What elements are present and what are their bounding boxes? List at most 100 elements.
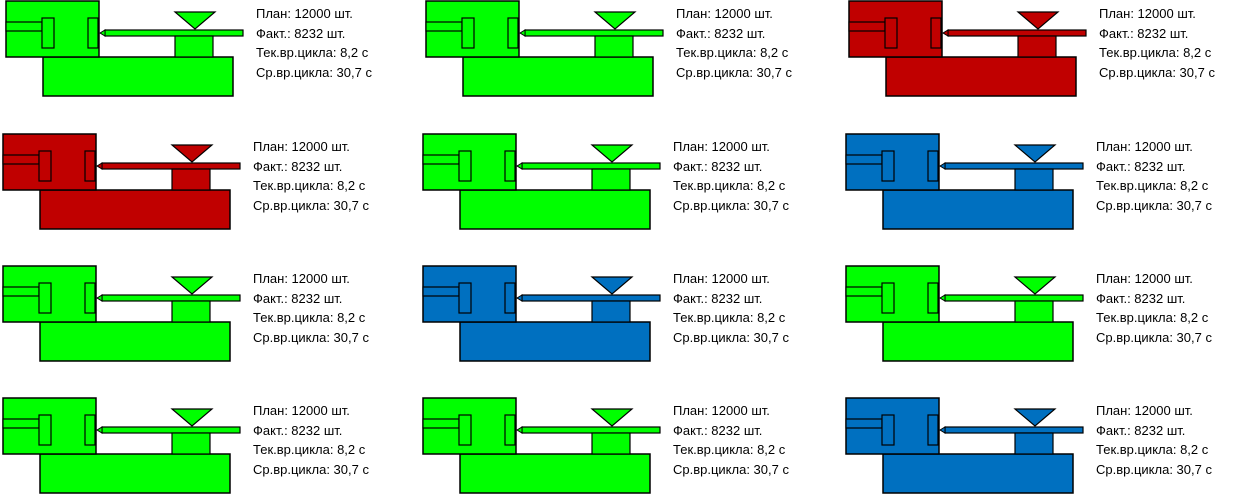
tie-bar [845, 418, 883, 429]
avg-cycle-label: Ср.вр.цикла: 30,7 с [256, 64, 372, 80]
machine-card-5[interactable]: План: 12000 шт. Факт.: 8232 шт. Тек.вр.ц… [420, 133, 820, 233]
tie-bar [422, 286, 460, 297]
injection-barrel [944, 426, 1084, 434]
machine-stats: План: 12000 шт. Факт.: 8232 шт. Тек.вр.ц… [253, 401, 369, 479]
nozzle-tip [516, 294, 523, 302]
plan-label: План: 12000 шт. [676, 6, 773, 21]
current-cycle-label: Тек.вр.цикла: 8,2 с [673, 310, 786, 325]
machine-card-6[interactable]: План: 12000 шт. Факт.: 8232 шт. Тек.вр.ц… [843, 133, 1243, 233]
fact-label: Факт.: 8232 шт. [256, 25, 346, 41]
machine-card-3[interactable]: План: 12000 шт. Факт.: 8232 шт. Тек.вр.ц… [846, 0, 1243, 100]
machine-stats: План: 12000 шт. Факт.: 8232 шт. Тек.вр.ц… [1096, 401, 1212, 479]
injection-unit [1014, 300, 1054, 323]
injection-unit [591, 300, 631, 323]
nozzle-tip [519, 29, 526, 37]
injection-molding-machine-icon [848, 0, 1087, 97]
nozzle-tip [99, 29, 106, 37]
tie-bar [845, 154, 883, 165]
nozzle-tip [942, 29, 949, 37]
clamp-plate [881, 150, 895, 182]
machine-card-10[interactable]: План: 12000 шт. Факт.: 8232 шт. Тек.вр.ц… [0, 397, 400, 497]
nozzle-tip [96, 294, 103, 302]
tie-bar [845, 286, 883, 297]
injection-barrel [521, 294, 661, 302]
injection-unit [174, 35, 214, 58]
avg-cycle-label: Ср.вр.цикла: 30,7 с [1096, 461, 1212, 477]
machine-stats: План: 12000 шт. Факт.: 8232 шт. Тек.вр.ц… [253, 137, 369, 215]
machine-card-7[interactable]: План: 12000 шт. Факт.: 8232 шт. Тек.вр.ц… [0, 265, 400, 365]
machine-stats: План: 12000 шт. Факт.: 8232 шт. Тек.вр.ц… [673, 401, 789, 479]
hopper [170, 408, 214, 427]
current-cycle-label: Тек.вр.цикла: 8,2 с [676, 45, 789, 60]
fact-label: Факт.: 8232 шт. [673, 158, 763, 174]
avg-cycle-label: Ср.вр.цикла: 30,7 с [673, 329, 789, 345]
injection-molding-machine-icon [5, 0, 244, 97]
machine-card-9[interactable]: План: 12000 шт. Факт.: 8232 шт. Тек.вр.ц… [843, 265, 1243, 365]
injection-barrel [101, 426, 241, 434]
injection-molding-machine-icon [425, 0, 664, 97]
current-cycle-label: Тек.вр.цикла: 8,2 с [253, 442, 366, 457]
current-cycle-label: Тек.вр.цикла: 8,2 с [256, 45, 369, 60]
hopper [1013, 408, 1057, 427]
clamp-plate [461, 17, 475, 49]
injection-barrel [944, 162, 1084, 170]
machine-card-8[interactable]: План: 12000 шт. Факт.: 8232 шт. Тек.вр.ц… [420, 265, 820, 365]
avg-cycle-label: Ср.вр.цикла: 30,7 с [1096, 197, 1212, 213]
hopper [1013, 276, 1057, 295]
injection-barrel [104, 29, 244, 37]
fact-label: Факт.: 8232 шт. [1096, 158, 1186, 174]
mold-plate [927, 282, 939, 314]
hopper [170, 276, 214, 295]
machine-base [882, 189, 1074, 230]
tie-bar [848, 21, 886, 32]
current-cycle-label: Тек.вр.цикла: 8,2 с [673, 178, 786, 193]
machine-base [42, 56, 234, 97]
injection-barrel [947, 29, 1087, 37]
injection-barrel [521, 426, 661, 434]
hopper [1016, 11, 1060, 30]
plan-label: План: 12000 шт. [673, 139, 770, 154]
clamp-plate [38, 282, 52, 314]
nozzle-tip [939, 294, 946, 302]
machine-stats: План: 12000 шт. Факт.: 8232 шт. Тек.вр.ц… [253, 269, 369, 347]
machine-card-4[interactable]: План: 12000 шт. Факт.: 8232 шт. Тек.вр.ц… [0, 133, 400, 233]
injection-unit [171, 432, 211, 455]
avg-cycle-label: Ср.вр.цикла: 30,7 с [1096, 329, 1212, 345]
injection-molding-machine-icon [845, 265, 1084, 362]
injection-molding-machine-icon [422, 265, 661, 362]
injection-unit [594, 35, 634, 58]
machine-stats: План: 12000 шт. Факт.: 8232 шт. Тек.вр.ц… [1099, 4, 1215, 82]
mold-plate [927, 414, 939, 446]
avg-cycle-label: Ср.вр.цикла: 30,7 с [673, 197, 789, 213]
machine-card-2[interactable]: План: 12000 шт. Факт.: 8232 шт. Тек.вр.ц… [423, 0, 823, 100]
fact-label: Факт.: 8232 шт. [1096, 290, 1186, 306]
mold-plate [930, 17, 942, 49]
current-cycle-label: Тек.вр.цикла: 8,2 с [253, 310, 366, 325]
mold-plate [504, 414, 516, 446]
injection-unit [171, 168, 211, 191]
hopper [590, 408, 634, 427]
injection-unit [1014, 432, 1054, 455]
plan-label: План: 12000 шт. [673, 271, 770, 286]
injection-molding-machine-icon [422, 133, 661, 230]
mold-plate [87, 17, 99, 49]
clamp-plate [881, 282, 895, 314]
machine-base [39, 321, 231, 362]
hopper [170, 144, 214, 163]
machine-card-12[interactable]: План: 12000 шт. Факт.: 8232 шт. Тек.вр.ц… [843, 397, 1243, 497]
machine-card-11[interactable]: План: 12000 шт. Факт.: 8232 шт. Тек.вр.ц… [420, 397, 820, 497]
fact-label: Факт.: 8232 шт. [253, 290, 343, 306]
avg-cycle-label: Ср.вр.цикла: 30,7 с [673, 461, 789, 477]
current-cycle-label: Тек.вр.цикла: 8,2 с [1096, 442, 1209, 457]
clamp-plate [38, 150, 52, 182]
injection-unit [171, 300, 211, 323]
fact-label: Факт.: 8232 шт. [1099, 25, 1189, 41]
machine-stats: План: 12000 шт. Факт.: 8232 шт. Тек.вр.ц… [1096, 137, 1212, 215]
mold-plate [507, 17, 519, 49]
machine-card-1[interactable]: План: 12000 шт. Факт.: 8232 шт. Тек.вр.ц… [3, 0, 403, 100]
injection-barrel [944, 294, 1084, 302]
machine-base [885, 56, 1077, 97]
tie-bar [5, 21, 43, 32]
injection-unit [1017, 35, 1057, 58]
current-cycle-label: Тек.вр.цикла: 8,2 с [673, 442, 786, 457]
